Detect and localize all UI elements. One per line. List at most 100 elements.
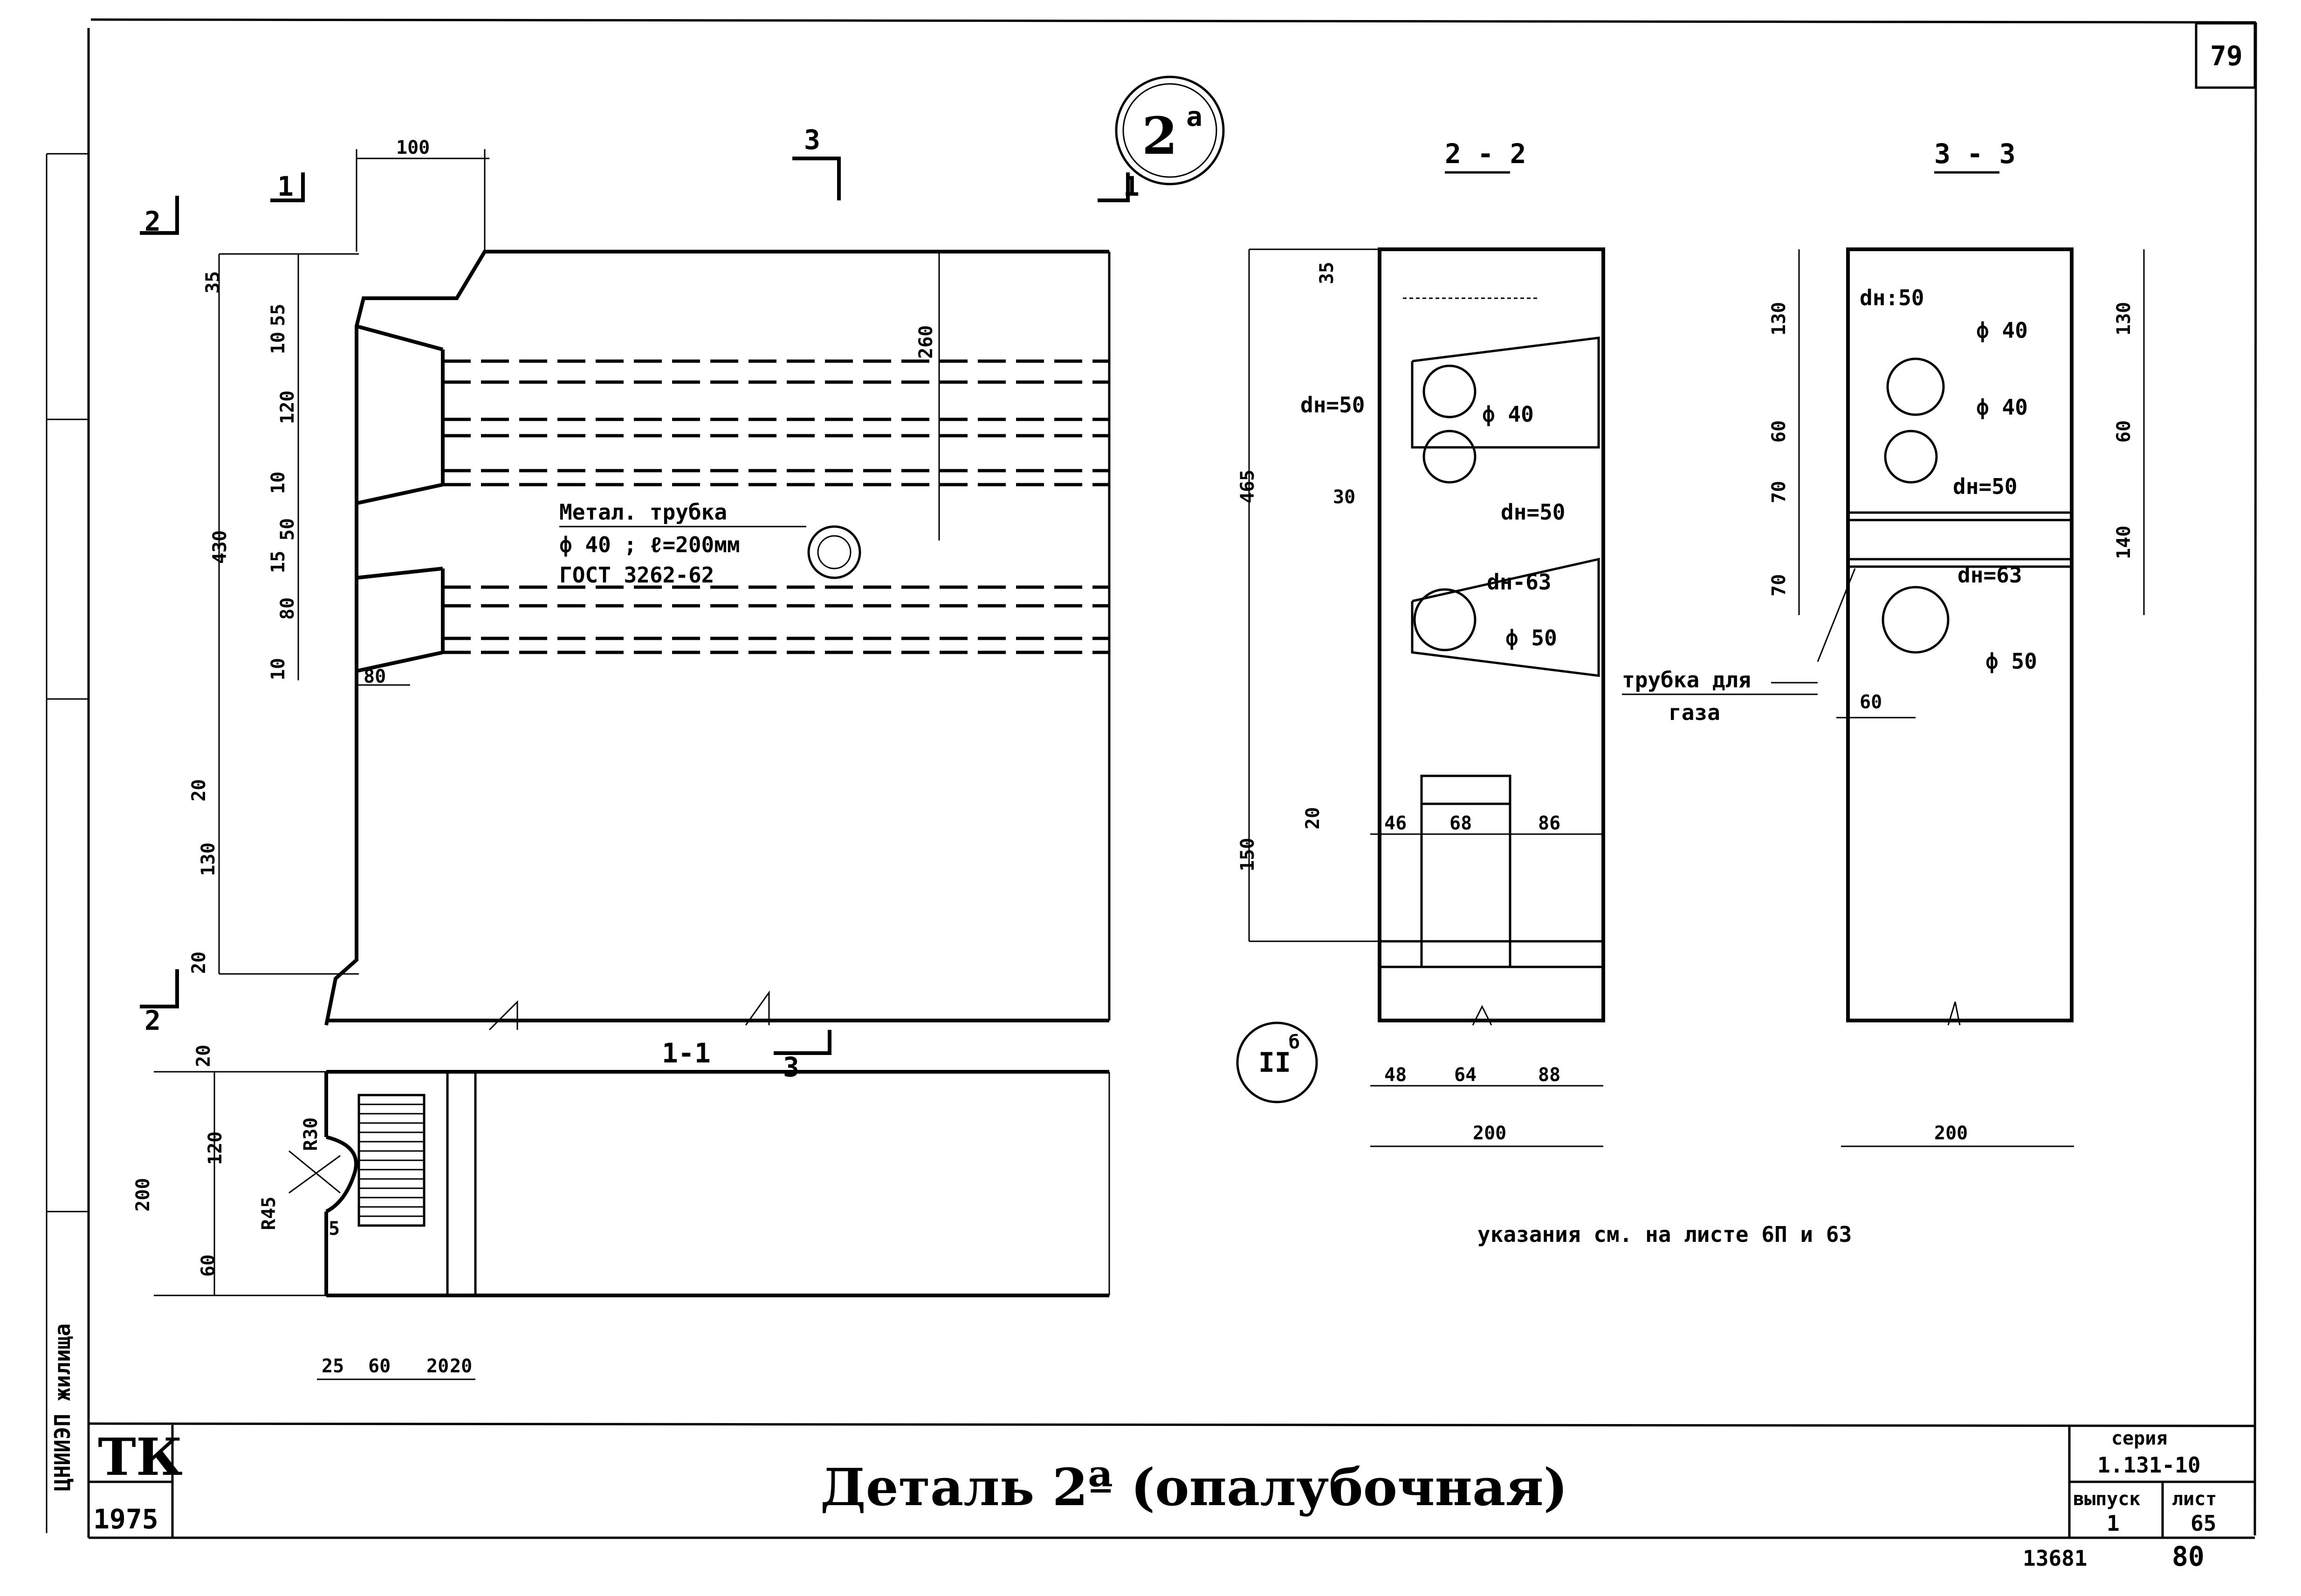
- dim-10c: 10: [268, 658, 289, 680]
- issue-label: выпуск: [2073, 1488, 2141, 1510]
- dim-10b: 10: [268, 472, 289, 494]
- plan-dim-20a: 20: [426, 1356, 449, 1377]
- series-value: 1.131-10: [2097, 1452, 2201, 1478]
- dim-260: 260: [915, 325, 937, 359]
- section-1-1: 1-1 20 120 200 60 R30 R45 5 2: [132, 1037, 1110, 1380]
- section-2-2: 2 - 2 35 465 30 dн=50 ф 40 dн=50 dн-63 ф…: [1236, 138, 1605, 1147]
- plan-dim-20b: 20: [450, 1356, 472, 1377]
- s33-dim-200: 200: [1934, 1123, 1968, 1144]
- plan-dim-60: 60: [198, 1254, 219, 1277]
- plan-dim-200: 200: [132, 1178, 154, 1212]
- s33-dn50a: dн:50: [1860, 285, 1924, 310]
- drawing-title: Деталь 2ª (опалубочная): [820, 1457, 1568, 1517]
- pipe-callout-line3: ГОСТ 3262-62: [559, 562, 714, 588]
- mark-2-top: 2: [144, 205, 161, 237]
- dim-35: 35: [202, 271, 224, 294]
- detail-mark: 2 a: [1115, 75, 1225, 185]
- title-block: ТК 1975 Деталь 2ª (опалубочная) серия 1.…: [89, 1425, 2255, 1538]
- mark-2-bottom: 2: [144, 1005, 161, 1036]
- s22-phi40: ф 40: [1482, 402, 1534, 427]
- s33-dim-70b: 70: [1768, 574, 1790, 596]
- side-strip-text: ЦНИИЭП жилища: [50, 1323, 75, 1491]
- series-label: серия: [2111, 1428, 2167, 1449]
- s22-dim-68: 68: [1449, 813, 1472, 834]
- s22-dim-48: 48: [1384, 1064, 1407, 1086]
- section-3-3: 3 - 3 130 60 70 70 130 60 140 dн:50 ф 40…: [1768, 138, 2145, 1147]
- s33-dim-140r: 140: [2113, 526, 2135, 559]
- page-number: 79: [2210, 40, 2243, 72]
- dim-80-h: 80: [364, 666, 386, 687]
- dim-15: 15: [268, 551, 289, 573]
- stamp-year: 1975: [93, 1503, 158, 1535]
- plan-dim-60-h: 60: [368, 1356, 391, 1377]
- pipe-callout: Метал. трубка ф 40 ; ℓ=200мм ГОСТ 3262-6…: [559, 500, 806, 588]
- mark-3-top: 3: [804, 124, 820, 156]
- s22-dim-86: 86: [1538, 813, 1560, 834]
- s22-dim-20: 20: [1302, 807, 1324, 829]
- dim-120: 120: [277, 390, 298, 424]
- s33-dim-130l: 130: [1768, 302, 1790, 336]
- dim-50: 50: [277, 518, 298, 541]
- gas-callout-line2: газа: [1669, 700, 1720, 725]
- s22-dim-30: 30: [1333, 486, 1355, 508]
- section-3-3-title: 3 - 3: [1934, 138, 2016, 170]
- plan-dim-20: 20: [193, 1045, 214, 1067]
- s33-phi40a: ф 40: [1976, 318, 2028, 343]
- s22-dn50b: dн=50: [1501, 500, 1565, 525]
- s22-dn50: dн=50: [1300, 392, 1365, 418]
- s22-dim-64: 64: [1454, 1064, 1477, 1086]
- pipe-callout-line1: Метал. трубка: [559, 500, 727, 525]
- detail-mark-sup: a: [1186, 101, 1202, 132]
- s33-dim-130r: 130: [2113, 302, 2135, 336]
- mark-1-top-right: 1: [1123, 171, 1140, 202]
- s22-dn63: dн-63: [1487, 569, 1551, 595]
- s22-dim-150: 150: [1237, 838, 1258, 871]
- sheet-label: лист: [2172, 1488, 2217, 1510]
- s33-dn63: dн=63: [1958, 562, 2022, 588]
- s22-dim-465: 465: [1237, 470, 1258, 503]
- dim-20a: 20: [188, 779, 210, 801]
- side-strip: ЦНИИЭП жилища: [47, 153, 89, 1491]
- issue-value: 1: [2107, 1511, 2120, 1536]
- s33-dim-60: 60: [1860, 692, 1882, 713]
- section-1-1-title: 1-1: [662, 1037, 711, 1069]
- plan-r30: R30: [300, 1117, 322, 1151]
- plan-dim-120: 120: [205, 1131, 226, 1165]
- node-mark-sup: б: [1289, 1032, 1300, 1053]
- s33-dim-60l: 60: [1768, 420, 1790, 443]
- s22-dim-88: 88: [1538, 1064, 1560, 1086]
- section-2-2-title: 2 - 2: [1445, 138, 1526, 170]
- footer-archive-number: 13681: [2023, 1546, 2087, 1571]
- s33-phi50: ф 50: [1985, 649, 2037, 674]
- dim-80: 80: [277, 597, 298, 620]
- s22-dim-200: 200: [1473, 1123, 1506, 1144]
- pipe-callout-line2: ф 40 ; ℓ=200мм: [559, 532, 740, 557]
- node-mark: II: [1258, 1047, 1291, 1078]
- dim-100: 100: [396, 137, 430, 158]
- detail-mark-base: 2: [1142, 106, 1178, 166]
- s33-dim-60r: 60: [2113, 420, 2135, 443]
- plan-dim-5: 5: [329, 1218, 340, 1240]
- plan-r45: R45: [258, 1197, 280, 1230]
- dim-55: 55: [268, 304, 289, 326]
- s33-dim-70a: 70: [1768, 481, 1790, 503]
- dim-130: 130: [198, 843, 219, 876]
- page-number-box: 79: [2195, 22, 2256, 89]
- s22-phi50: ф 50: [1505, 625, 1557, 651]
- sheet-frame: [46, 18, 2257, 1539]
- dim-10a: 10: [268, 332, 289, 354]
- main-elevation: [324, 250, 1111, 1031]
- mark-1-top-left: 1: [277, 171, 294, 202]
- footer-page-number: 80: [2172, 1541, 2205, 1572]
- s22-dim-35: 35: [1316, 262, 1338, 284]
- gas-callout-line1: трубка для: [1622, 667, 1751, 692]
- stamp-top: ТК: [98, 1427, 183, 1487]
- gas-pipe-callout: трубка для газа: [1622, 667, 1818, 725]
- main-dimensions: 35 10 55 120 10 50 15 80 10 430 20 130 2…: [188, 137, 940, 975]
- dim-20b: 20: [188, 952, 210, 974]
- s22-dim-46: 46: [1384, 813, 1407, 834]
- s33-dn50b: dн=50: [1953, 474, 2017, 499]
- plan-dim-25: 25: [322, 1356, 344, 1377]
- mark-3-mid: 3: [783, 1051, 799, 1083]
